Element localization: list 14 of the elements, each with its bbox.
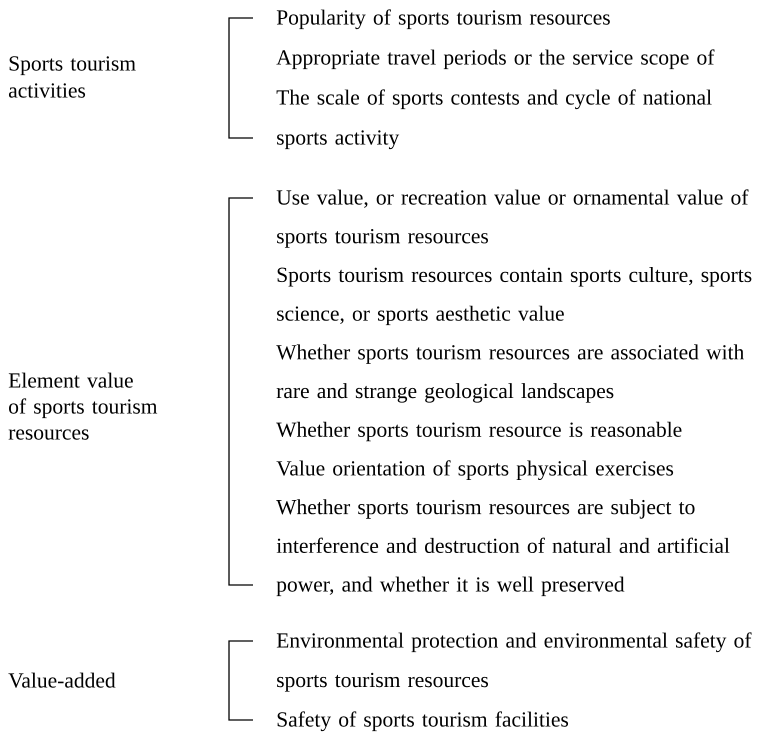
criterion-text: Value orientation of sports physical exercises: [276, 460, 674, 480]
criterion-text: Whether sports tourism resources are associated with rare and strange geological landscapes: [276, 344, 744, 403]
criterion-text: Whether sports tourism resource is reasonable: [276, 422, 682, 442]
criterion-text: Environmental protection and environmental safety of sports tourism resources: [276, 632, 752, 692]
criterion-text: Popularity of sports tourism resources: [276, 9, 610, 30]
category-label: Element value of sports tourism resources: [8, 372, 158, 440]
category-label: Sports tourism activities: [8, 56, 136, 98]
criterion-text: Whether sports tourism resources are subject to interference and destruction of natural and artificial power, and whether it is well preserved: [276, 499, 730, 596]
category-label: Value-added: [8, 672, 116, 688]
criterion-text: The scale of sports contests and cycle of national sports activity: [276, 89, 712, 150]
criterion-text: Appropriate travel periods or the service scope of: [276, 49, 714, 70]
criterion-text: Safety of sports tourism facilities: [278, 711, 568, 732]
criterion-text: Sports tourism resources contain sports culture, sports science, or sports aesthetic value: [277, 267, 752, 326]
criterion-text: Use value, or recreation value or ornamental value of sports tourism resources: [276, 189, 748, 248]
